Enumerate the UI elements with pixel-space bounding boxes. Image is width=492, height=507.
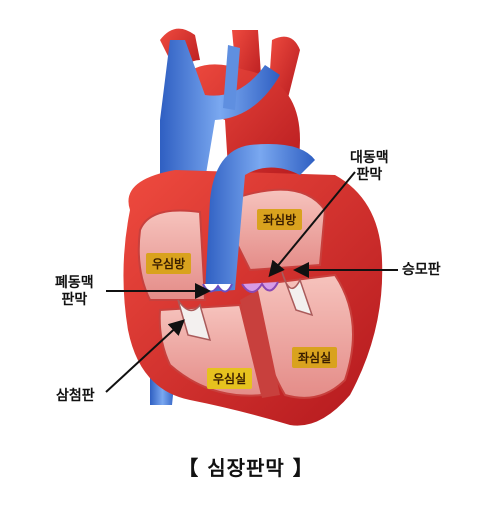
figure-caption: 【 심장판막 】 (178, 456, 314, 480)
left-ventricle-label: 좌심실 (292, 347, 338, 368)
aortic-valve-label-line2: 판막 (356, 167, 383, 183)
tricuspid-valve-leader (105, 319, 185, 393)
aortic-valve-shape (241, 281, 279, 293)
septum (240, 290, 280, 398)
pulmonary-trunk (205, 144, 315, 292)
mitral-valve-shape (281, 271, 314, 317)
pulmonary-valve-label-line2: 판막 (61, 292, 88, 308)
aortic-valve-label-line1: 대동맥 (350, 150, 389, 166)
mitral-valve-callout: 승모판 (402, 262, 441, 279)
pulmonary-valve-label-line1: 폐동맥 (55, 275, 94, 291)
mitral-valve-label: 승모판 (402, 262, 441, 278)
left-atrium-label: 좌심방 (257, 209, 303, 230)
right-ventricle-label: 우심실 (207, 368, 253, 389)
aortic-valve-callout: 대동맥 판막 (350, 150, 389, 184)
aortic-valve-leader (268, 171, 356, 278)
tricuspid-valve-shape (177, 299, 212, 342)
tricuspid-valve-callout: 삼첨판 (56, 388, 95, 405)
leader-lines (105, 171, 398, 393)
tricuspid-valve-label: 삼첨판 (56, 388, 95, 404)
right-atrium-label: 우심방 (146, 253, 192, 274)
pulmonary-valve-callout: 폐동맥 판막 (55, 275, 94, 309)
